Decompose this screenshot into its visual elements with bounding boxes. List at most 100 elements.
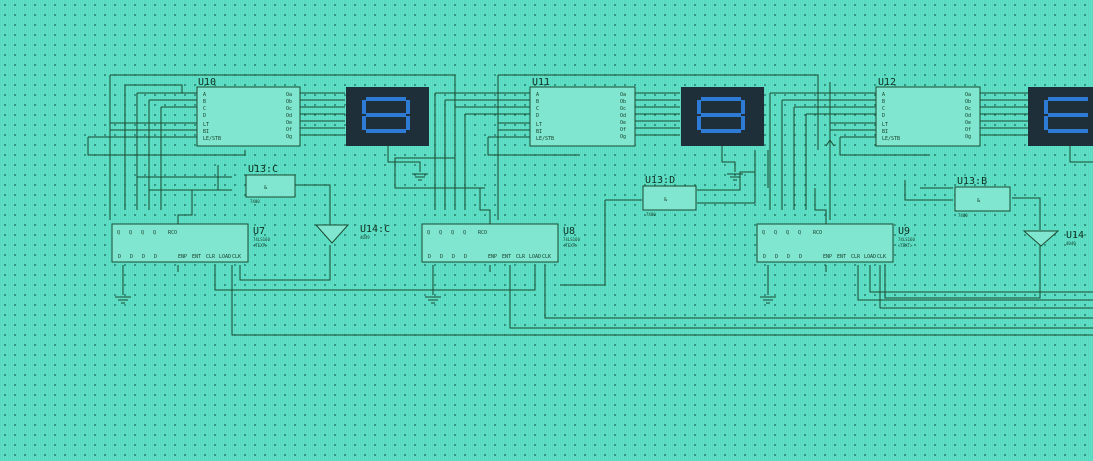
pin-label: Of: [620, 127, 626, 133]
counter-part: 74LS160: [898, 237, 915, 242]
pin-label: BI: [536, 129, 542, 135]
pin-label: Q: [798, 230, 801, 236]
pin-label: Og: [620, 134, 626, 140]
pin-label: D: [428, 254, 431, 260]
pin-label: LT: [536, 122, 542, 128]
nand-gate-u13b[interactable]: U13:B & 7400: [954, 176, 1011, 218]
buffer-ref: U14: [1066, 230, 1084, 241]
ground-symbol: [727, 173, 743, 181]
seven-segment-display-3[interactable]: [1028, 87, 1093, 146]
pin-label: D: [882, 113, 885, 119]
ground-symbol: [760, 296, 776, 304]
buffer-u14[interactable]: U14 4049: [1022, 230, 1084, 247]
pin-label: Q: [153, 230, 156, 236]
pin-label: ENP: [823, 254, 832, 260]
pin-label: Oc: [965, 106, 971, 112]
pin-label: Oa: [620, 92, 626, 98]
pin-label: Q: [439, 230, 442, 236]
counter-chip-u9[interactable]: U9 74LS160 <TEXT> Q Q Q Q RCO D D D D EN…: [756, 223, 915, 263]
pin-label: LE/STB: [203, 136, 221, 142]
pin-label: Og: [286, 134, 292, 140]
pin-label: CLR: [516, 254, 526, 260]
decoder-chip-u10[interactable]: U10 A B C D LT BI LE/STB Oa Ob Oc Od Oe …: [196, 77, 301, 147]
pin-label: A: [536, 92, 539, 98]
pin-label: Q: [762, 230, 765, 236]
ground-symbol: [115, 296, 131, 304]
buffer-ref: U14:C: [360, 224, 390, 235]
pin-label: Oc: [286, 106, 292, 112]
gate-part: 7400: [646, 212, 656, 217]
pin-label: CLK: [542, 254, 551, 260]
counter-chip-u7[interactable]: U7 74LS160 <TEXT> Q Q Q Q RCO D D D D EN…: [111, 223, 270, 263]
pin-label: Oc: [620, 106, 626, 112]
pin-label: Q: [141, 230, 144, 236]
pin-label: D: [775, 254, 778, 260]
buffer-part: 4049: [1066, 241, 1076, 246]
pin-label: ENT: [837, 254, 846, 260]
pin-label: Od: [286, 113, 292, 119]
gate-symbol: &: [664, 197, 667, 203]
pin-label: Q: [463, 230, 466, 236]
pin-label: B: [882, 99, 885, 105]
pin-label: D: [154, 254, 157, 260]
decoder-ref: U10: [198, 77, 216, 88]
pin-label: D: [799, 254, 802, 260]
pin-label: ENP: [488, 254, 497, 260]
pin-label: Od: [965, 113, 971, 119]
gate-part: 7400: [958, 213, 968, 218]
pin-label: D: [763, 254, 766, 260]
pin-label: D: [118, 254, 121, 260]
pin-label: D: [536, 113, 539, 119]
pin-label: LT: [203, 122, 209, 128]
pin-label: ENP: [178, 254, 187, 260]
pin-label: Ob: [620, 99, 626, 105]
decoder-chip-u11[interactable]: U11 A B C D LT BI LE/STB Oa Ob Oc Od Oe …: [529, 77, 636, 147]
counter-ref: U8: [563, 226, 575, 237]
buffer-u14c[interactable]: U14:C 4049: [314, 224, 390, 244]
pin-label: Oe: [620, 120, 626, 126]
nand-gate-u13c[interactable]: U13:C & 7400: [245, 164, 296, 204]
pin-label: B: [536, 99, 539, 105]
pin-label: A: [203, 92, 206, 98]
counter-ref: U9: [898, 226, 910, 237]
counter-value: <TEXT>: [563, 243, 578, 248]
buffer-part: 4049: [360, 235, 370, 240]
pin-label: Q: [451, 230, 454, 236]
pin-label: Q: [786, 230, 789, 236]
pin-label: D: [464, 254, 467, 260]
counter-chip-u8[interactable]: U8 74LS160 <TEXT> Q Q Q Q RCO D D D D EN…: [421, 223, 580, 263]
seven-segment-display-2[interactable]: [681, 87, 764, 146]
wire-network: [87, 74, 1093, 336]
pin-label: D: [452, 254, 455, 260]
pin-label: LOAD: [864, 254, 876, 260]
pin-label: Q: [427, 230, 430, 236]
decoder-ref: U12: [878, 77, 896, 88]
pin-label: Oa: [286, 92, 292, 98]
pin-label: Q: [774, 230, 777, 236]
pin-label: CLR: [206, 254, 216, 260]
pin-label: B: [203, 99, 206, 105]
seven-segment-display-1[interactable]: [346, 87, 429, 146]
pin-label: C: [203, 106, 206, 112]
pin-label: D: [203, 113, 206, 119]
pin-label: C: [882, 106, 885, 112]
pin-label: RCO: [478, 230, 487, 236]
ground-symbol: [412, 173, 428, 181]
ground-symbol: [425, 296, 441, 304]
counter-part: 74LS160: [253, 237, 270, 242]
pin-label: D: [440, 254, 443, 260]
pin-label: Of: [965, 127, 971, 133]
pin-label: ENT: [192, 254, 201, 260]
gate-ref: U13:B: [957, 176, 987, 187]
pin-label: CLK: [877, 254, 886, 260]
counter-ref: U7: [253, 226, 265, 237]
pin-label: LE/STB: [536, 136, 554, 142]
pin-label: Of: [286, 127, 292, 133]
pin-label: Oe: [965, 120, 971, 126]
pin-label: BI: [882, 129, 888, 135]
decoder-chip-u12[interactable]: U12 A B C D LT BI LE/STB Oa Ob Oc Od Oe …: [875, 77, 981, 147]
nand-gate-u13d[interactable]: U13:D & 7400: [642, 175, 697, 217]
pin-label: Ob: [286, 99, 292, 105]
pin-label: A: [882, 92, 885, 98]
